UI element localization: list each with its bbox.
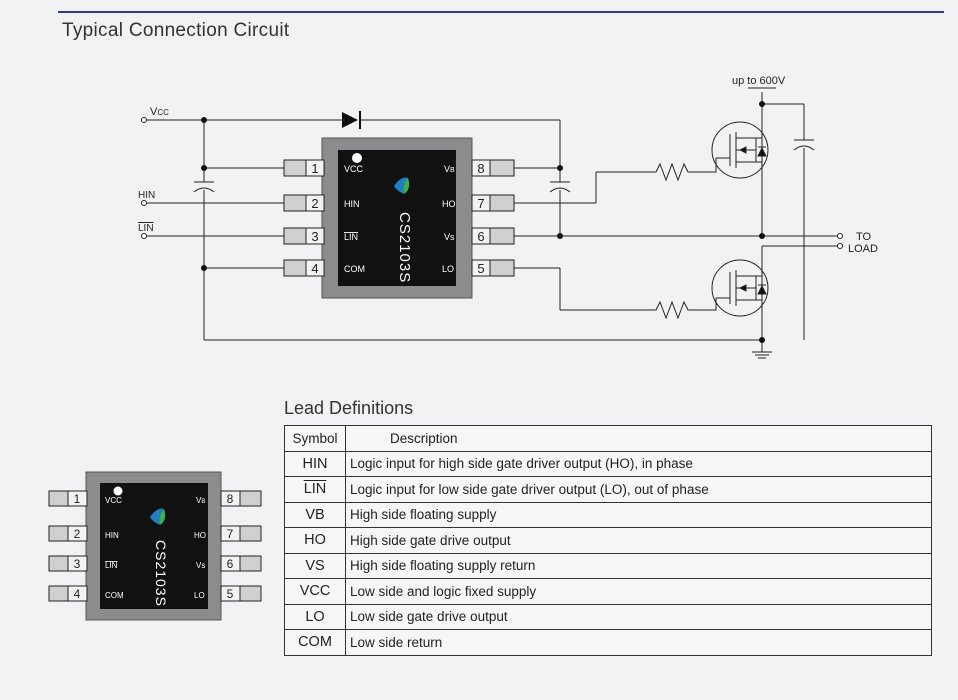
to-label: TO bbox=[856, 231, 872, 243]
table-header-row: Symbol Description bbox=[284, 425, 932, 452]
svg-text:HIN: HIN bbox=[105, 531, 119, 540]
svg-text:COM: COM bbox=[105, 591, 124, 600]
table-row: COM Low side return bbox=[284, 629, 932, 656]
symbol-cell: HIN bbox=[284, 450, 346, 477]
hin-label: HIN bbox=[138, 190, 155, 201]
svg-text:8: 8 bbox=[477, 161, 484, 176]
svg-text:6: 6 bbox=[477, 229, 484, 244]
chip-part-number: CS2103S bbox=[396, 212, 413, 283]
svg-text:VCC: VCC bbox=[344, 164, 364, 174]
symbol-cell: VS bbox=[284, 552, 346, 579]
description-header: Description bbox=[345, 425, 932, 452]
description-cell: Low side gate drive output bbox=[345, 603, 932, 630]
table-row: VS High side floating supply return bbox=[284, 552, 932, 579]
description-cell: High side floating supply return bbox=[345, 552, 932, 579]
ic-chip-small: 1 2 3 4 8 7 6 5 VCC HIN LIN COM VB HO Vs… bbox=[48, 471, 262, 621]
lead-definitions-title: Lead Definitions bbox=[284, 398, 414, 418]
description-cell: Low side return bbox=[345, 629, 932, 656]
header-rule bbox=[58, 11, 944, 13]
svg-text:6: 6 bbox=[227, 557, 234, 571]
svg-text:VCC: VCC bbox=[105, 496, 122, 505]
symbol-cell: VCC bbox=[284, 578, 346, 605]
description-cell: High side gate drive output bbox=[345, 527, 932, 554]
svg-text:1: 1 bbox=[311, 161, 318, 176]
svg-text:VB: VB bbox=[444, 164, 455, 174]
table-row: VCC Low side and logic fixed supply bbox=[284, 578, 932, 605]
svg-text:VB: VB bbox=[196, 496, 205, 505]
svg-text:4: 4 bbox=[311, 261, 318, 276]
symbol-cell: VB bbox=[284, 501, 346, 528]
chip-small-part-number: CS2103S bbox=[153, 540, 169, 607]
svg-text:2: 2 bbox=[74, 527, 81, 541]
description-cell: Logic input for high side gate driver ou… bbox=[345, 450, 932, 477]
svg-text:Vs: Vs bbox=[444, 232, 455, 242]
symbol-header: Symbol bbox=[284, 425, 346, 452]
svg-text:Vs: Vs bbox=[196, 561, 205, 570]
svg-text:7: 7 bbox=[477, 196, 484, 211]
svg-text:3: 3 bbox=[311, 229, 318, 244]
svg-text:3: 3 bbox=[74, 557, 81, 571]
svg-text:1: 1 bbox=[74, 492, 81, 506]
symbol-cell: LIN bbox=[284, 476, 346, 503]
table-row: LO Low side gate drive output bbox=[284, 603, 932, 630]
table-row: VB High side floating supply bbox=[284, 501, 932, 528]
description-cell: Logic input for low side gate driver out… bbox=[345, 476, 932, 503]
load-label: LOAD bbox=[848, 243, 878, 255]
svg-text:HO: HO bbox=[442, 199, 456, 209]
description-cell: High side floating supply bbox=[345, 501, 932, 528]
description-cell: Low side and logic fixed supply bbox=[345, 578, 932, 605]
ic-chip-large: 1 2 3 4 8 7 6 5 VCC HIN LIN COM VB HO Vs… bbox=[283, 137, 515, 299]
svg-text:2: 2 bbox=[311, 196, 318, 211]
table-row: HIN Logic input for high side gate drive… bbox=[284, 450, 932, 477]
svg-text:4: 4 bbox=[74, 587, 81, 601]
symbol-cell: COM bbox=[284, 629, 346, 656]
symbol-cell: LO bbox=[284, 603, 346, 630]
svg-text:COM: COM bbox=[344, 264, 365, 274]
svg-text:7: 7 bbox=[227, 527, 234, 541]
svg-text:LO: LO bbox=[194, 591, 205, 600]
svg-text:LIN: LIN bbox=[344, 232, 358, 242]
symbol-cell: HO bbox=[284, 527, 346, 554]
svg-text:HO: HO bbox=[194, 531, 206, 540]
svg-text:8: 8 bbox=[227, 492, 234, 506]
supply-label: up to 600V bbox=[732, 75, 786, 87]
table-row: LIN Logic input for low side gate driver… bbox=[284, 476, 932, 503]
svg-text:5: 5 bbox=[227, 587, 234, 601]
vcc-label: VCC bbox=[150, 106, 169, 118]
svg-text:5: 5 bbox=[477, 261, 484, 276]
lin-label: LIN bbox=[138, 223, 154, 234]
section-title: Typical Connection Circuit bbox=[62, 20, 290, 41]
lead-definitions-table: Symbol Description HIN Logic input for h… bbox=[284, 425, 932, 656]
svg-text:LIN: LIN bbox=[105, 561, 118, 570]
svg-text:LO: LO bbox=[442, 264, 454, 274]
svg-text:HIN: HIN bbox=[344, 199, 360, 209]
table-row: HO High side gate drive output bbox=[284, 527, 932, 554]
